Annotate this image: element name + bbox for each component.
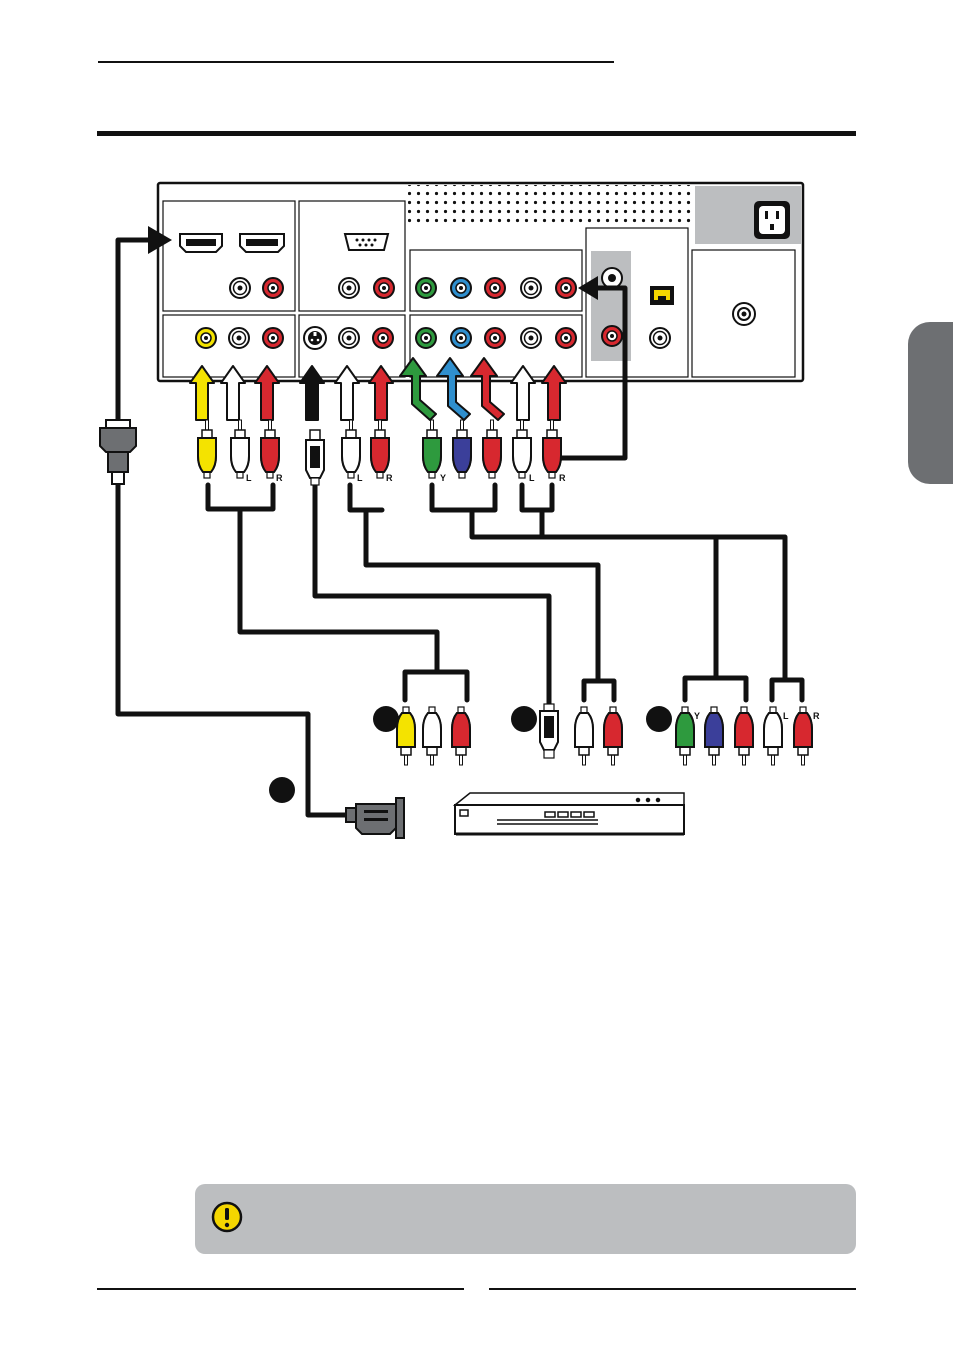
power-inlet-icon [754,201,790,239]
device-plug-green [676,707,694,765]
hdmi-port-2 [240,234,284,252]
device-plug-red-pr [735,707,753,765]
plug-svideo-audio-left [342,420,360,478]
footer-rule-right [489,1288,856,1290]
label-r-component: R [559,473,566,483]
hdmi-plug-adapter [100,420,136,484]
plug-white-audio-left [231,420,249,478]
note-box [195,1184,856,1254]
label-l-svideo: L [357,473,363,483]
tv-side-plugs: L R L R Y L R [100,420,566,485]
label-r-svideo: R [386,473,393,483]
label-r-device: R [813,711,820,721]
plug-green-y [423,420,441,478]
device-plug-white [423,707,441,765]
hdmi-port-1 [180,234,222,252]
label-l-device: L [783,711,789,721]
antenna-jack [733,303,755,325]
device-plug-red [452,707,470,765]
plug-svideo-audio-right [371,420,389,478]
ethernet-port-icon [650,286,674,305]
device-plug-blue [705,707,723,765]
plug-red-pr [483,420,501,478]
dvi-connector [346,798,404,838]
plug-component-audio-right [543,420,561,478]
step-marker-hdmi [269,777,295,803]
vent-grille [408,185,693,223]
label-y-component: Y [440,473,446,483]
vga-port [345,234,388,250]
plug-red-audio-right [261,420,279,478]
label-l-composite: L [246,473,252,483]
svideo-jack [304,327,326,349]
dvd-player [455,793,684,834]
device-plug-yellow [397,707,415,765]
plug-svideo [306,430,324,485]
device-plug-svideo-white [575,707,593,765]
tv-back-panel [158,183,803,381]
device-plug-audio-red [794,707,812,765]
step-marker-composite [373,706,399,732]
step-marker-component [646,706,672,732]
plug-yellow-video [198,420,216,478]
device-plug-audio-white [764,707,782,765]
label-r-composite: R [276,473,283,483]
label-y-device: Y [694,711,700,721]
device-plug-svideo [540,704,558,758]
plug-blue-pb [453,420,471,478]
plug-component-audio-left [513,420,531,478]
footer-rule-left [97,1288,464,1290]
warning-exclamation-icon [211,1201,243,1233]
label-l-component: L [529,473,535,483]
step-marker-svideo [511,706,537,732]
device-plug-svideo-red [604,707,622,765]
